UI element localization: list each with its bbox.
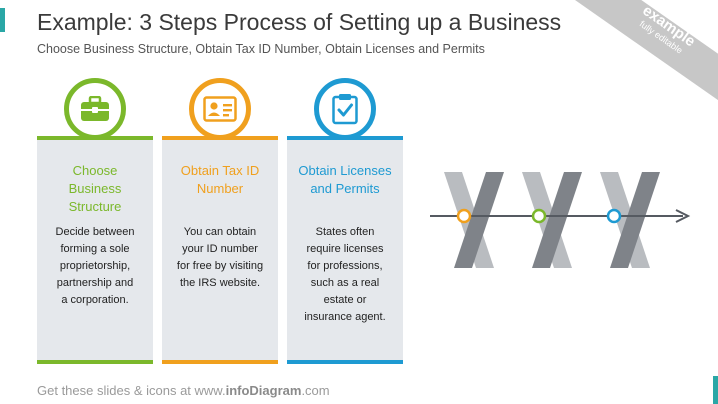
text-line: partnership and [56, 277, 134, 289]
step-1-heading: Choose Business Structure [37, 162, 153, 216]
spiral-band-front [436, 172, 660, 268]
step-3-marker [606, 208, 622, 224]
footer-suffix: .com [301, 383, 330, 398]
toolbox-icon [81, 96, 109, 121]
step-3-icon-circle [314, 78, 376, 140]
right-accent-tab [713, 376, 718, 404]
footer-credit: Get these slides & icons at www.infoDiag… [37, 383, 330, 398]
text-line: require licenses [306, 243, 384, 255]
heading-line: and Permits [310, 181, 380, 196]
text-line: for free by visiting [176, 260, 264, 272]
text-line: your ID number [182, 243, 258, 255]
id-card-icon [203, 96, 237, 122]
card-bottom-bar [287, 360, 403, 364]
text-line: proprietorship, [59, 260, 131, 272]
text-line: insurance agent. [304, 311, 386, 323]
clipboard-check-icon [332, 94, 358, 125]
left-accent-bar [0, 8, 5, 32]
spiral-band-back [444, 172, 650, 268]
text-line: such as a real [310, 277, 380, 289]
heading-line: Business [68, 181, 122, 196]
step-3-text: States often require licenses for profes… [293, 224, 397, 326]
step-1-icon-circle [64, 78, 126, 140]
text-line: for professions, [307, 260, 383, 272]
step-2-heading: Obtain Tax ID Number [162, 162, 278, 198]
heading-line: Choose [72, 163, 118, 178]
step-2-marker [531, 208, 547, 224]
step-card-1: Choose Business Structure Decide between… [37, 136, 153, 364]
footer-prefix: Get these slides & icons at www. [37, 383, 226, 398]
slide-title: Example: 3 Steps Process of Setting up a… [37, 9, 562, 35]
spiral-process-graphic [430, 172, 691, 268]
step-3-heading: Obtain Licenses and Permits [287, 162, 403, 198]
text-line: Decide between [55, 226, 135, 238]
process-arrow-head [675, 209, 691, 223]
step-2-icon-circle [189, 78, 251, 140]
text-line: You can obtain [183, 226, 257, 238]
text-line: States often [315, 226, 375, 238]
step-1-text: Decide between forming a sole proprietor… [43, 224, 147, 309]
text-line: forming a sole [60, 243, 130, 255]
heading-line: Obtain Tax ID [180, 163, 260, 178]
card-bottom-bar [162, 360, 278, 364]
text-line: estate or [323, 294, 367, 306]
footer-brand: infoDiagram [225, 383, 302, 398]
step-1-marker [456, 208, 472, 224]
step-card-3: Obtain Licenses and Permits States often… [287, 136, 403, 364]
text-line: the IRS website. [179, 277, 261, 289]
step-card-2: Obtain Tax ID Number You can obtain your… [162, 136, 278, 364]
card-bottom-bar [37, 360, 153, 364]
heading-line: Obtain Licenses [298, 163, 392, 178]
text-line: a corporation. [61, 294, 129, 306]
step-2-text: You can obtain your ID number for free b… [168, 224, 272, 292]
slide-subtitle: Choose Business Structure, Obtain Tax ID… [37, 42, 485, 56]
heading-line: Number [196, 181, 244, 196]
heading-line: Structure [68, 199, 122, 214]
